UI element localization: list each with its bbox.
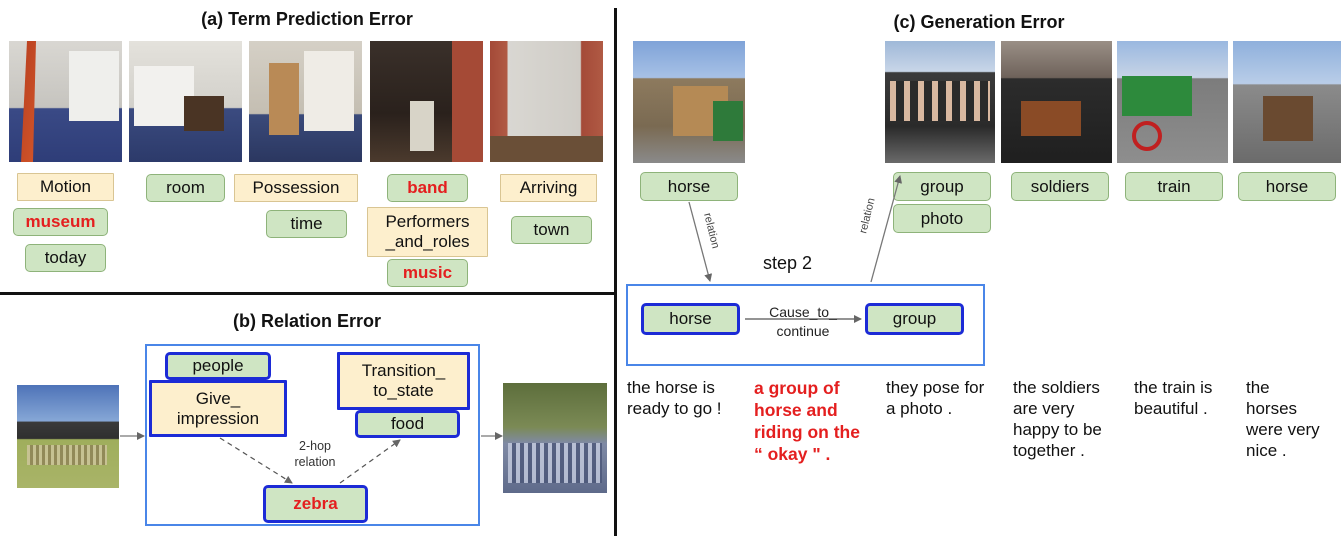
tag-time: time — [266, 210, 347, 238]
soldiers-casket-image — [1001, 41, 1112, 163]
step-2-box — [626, 284, 985, 366]
tag-motion: Motion — [17, 173, 114, 201]
tag-soldiers: soldiers — [1011, 172, 1109, 201]
panel-a-title: (a) Term Prediction Error — [201, 9, 413, 29]
dark-room-image — [370, 41, 483, 162]
tag-today: today — [25, 244, 106, 272]
caption-5: the train is beautiful . — [1134, 378, 1213, 418]
tag-horse-box: horse — [641, 303, 740, 335]
tag-performers-and-roles: Performers _and_roles — [367, 207, 488, 257]
tag-group-top: group — [893, 172, 991, 201]
relation-box — [145, 344, 480, 526]
horse-wagon-image — [633, 41, 745, 163]
tag-arriving: Arriving — [500, 174, 597, 202]
hallway-ladder-image — [9, 41, 122, 162]
tag-possession: Possession — [234, 174, 358, 202]
caption-3: they pose for a photo . — [886, 378, 985, 418]
relation-label-left: relation — [701, 212, 721, 250]
tag-group-box: group — [865, 303, 964, 335]
tag-transition-to-state: Transition_ to_state — [337, 352, 470, 410]
tag-train: train — [1125, 172, 1223, 201]
two-hop-relation-label: 2-hop relation — [294, 439, 336, 469]
caption-2-error: a group of horse and riding on the “ oka… — [754, 378, 860, 464]
horses-street-image — [1233, 41, 1341, 163]
train-wagon-image — [1117, 41, 1228, 163]
vertical-divider — [614, 8, 617, 536]
relation-label-right: relation — [857, 197, 877, 235]
caption-1: the horse is ready to go ! — [627, 378, 722, 418]
tag-horse-right: horse — [1238, 172, 1336, 201]
step-2-label: step 2 — [763, 253, 813, 273]
tag-people: people — [165, 352, 271, 380]
brick-corner-image — [490, 41, 603, 162]
tag-photo: photo — [893, 204, 991, 233]
tag-food: food — [355, 410, 460, 438]
tag-give-impression: Give_ impression — [149, 380, 287, 437]
caption-6: the horses were very nice . — [1246, 378, 1320, 460]
caption-4: the soldiers are very happy to be togeth… — [1013, 378, 1102, 460]
horizontal-divider — [0, 292, 616, 295]
festival-field-image — [17, 385, 119, 488]
tag-museum: museum — [13, 208, 108, 236]
group-photo-image — [885, 41, 995, 163]
cause-to-continue-label: Cause_to_ continue — [769, 304, 837, 339]
arrow-horse-to-box — [688, 201, 713, 282]
tag-town: town — [511, 216, 592, 244]
room-chairs-image — [129, 41, 242, 162]
hall-door-image — [249, 41, 362, 162]
tag-horse-top: horse — [640, 172, 738, 201]
panel-c-title: (c) Generation Error — [893, 12, 1065, 32]
tag-room: room — [146, 174, 225, 202]
crowd-trees-image — [503, 383, 607, 493]
tag-band: band — [387, 174, 468, 202]
panel-b-title: (b) Relation Error — [232, 311, 381, 331]
tag-music: music — [387, 259, 468, 287]
tag-zebra: zebra — [263, 485, 368, 523]
